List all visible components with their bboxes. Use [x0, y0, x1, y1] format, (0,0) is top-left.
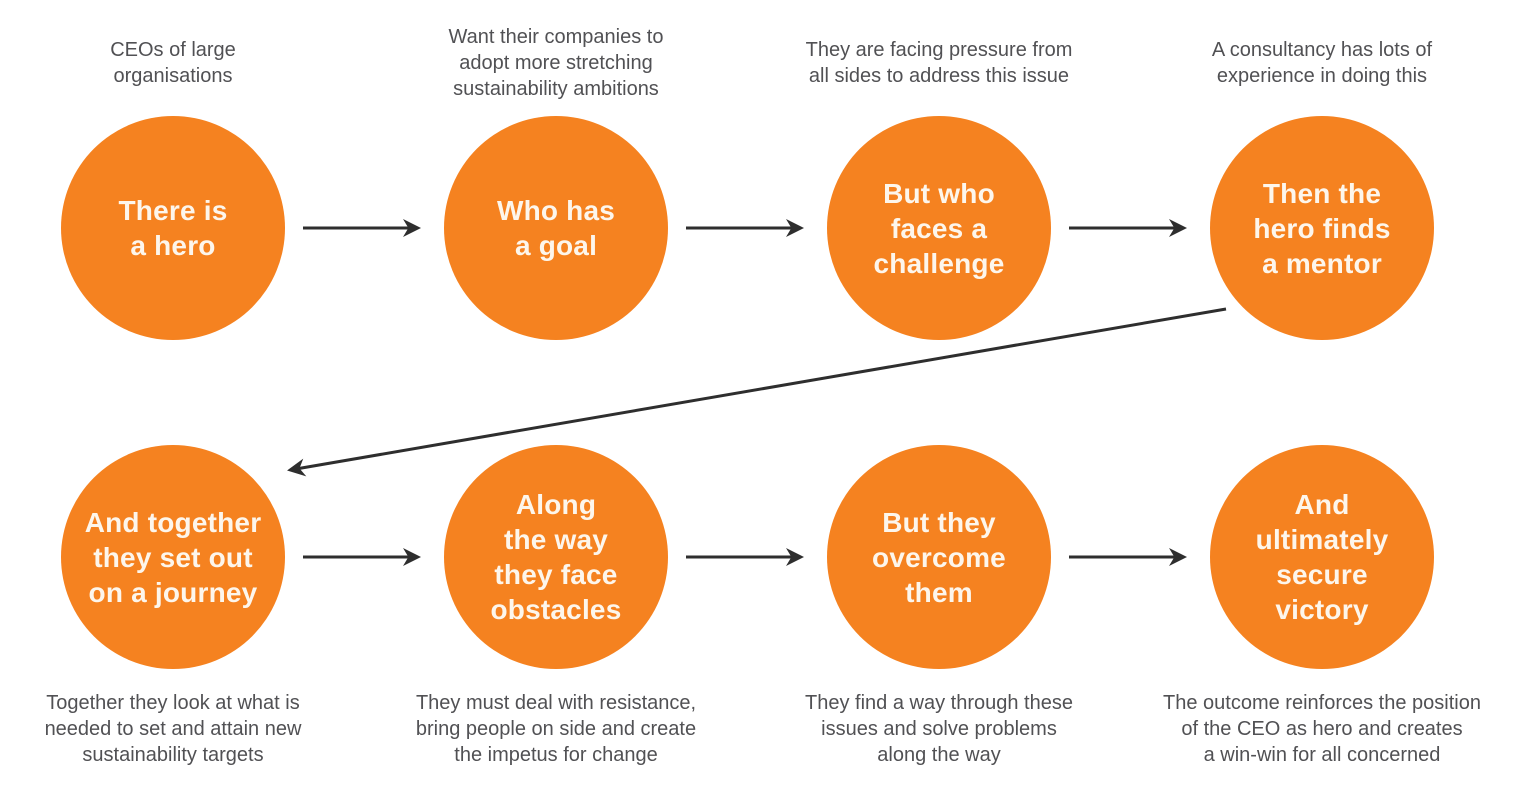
- step-circle-3-label: But who faces a challenge: [873, 177, 1005, 279]
- caption-step6: They must deal with resistance, bring pe…: [415, 692, 697, 766]
- arrow-step4-step5-diagonal: [287, 307, 1227, 477]
- step-circle-6: Along the way they face obstacles: [444, 445, 668, 669]
- step-circle-2: Who has a goal: [444, 116, 668, 340]
- step-circle-7: But they overcome them: [827, 445, 1051, 669]
- step-circle-1-label: There is a hero: [118, 195, 228, 261]
- step-circle-4: Then the hero finds a mentor: [1210, 116, 1434, 340]
- step-circle-4-label: Then the hero finds a mentor: [1253, 177, 1391, 279]
- caption-step3: They are facing pressure from all sides …: [805, 39, 1073, 87]
- step-circle-5: And together they set out on a journey: [61, 445, 285, 669]
- step-circle-2-label: Who has a goal: [496, 195, 616, 261]
- step-circle-3: But who faces a challenge: [827, 116, 1051, 340]
- step-circle-6-label: Along the way they face obstacles: [490, 489, 622, 625]
- step-circle-8-label: And ultimately secure victory: [1255, 489, 1389, 625]
- step-circle-5-label: And together they set out on a journey: [84, 506, 262, 608]
- caption-step8: The outcome reinforces the position of t…: [1163, 692, 1481, 766]
- step-circle-8: And ultimately secure victory: [1210, 445, 1434, 669]
- caption-step2: Want their companies to adopt more stret…: [448, 26, 664, 100]
- caption-step1: CEOs of large organisations: [110, 39, 236, 87]
- caption-step4: A consultancy has lots of experience in …: [1211, 39, 1433, 87]
- caption-step5: Together they look at what is needed to …: [44, 692, 302, 766]
- caption-step7: They find a way through these issues and…: [805, 692, 1073, 766]
- step-circle-7-label: But they overcome them: [872, 506, 1006, 608]
- step-circle-1: There is a hero: [61, 116, 285, 340]
